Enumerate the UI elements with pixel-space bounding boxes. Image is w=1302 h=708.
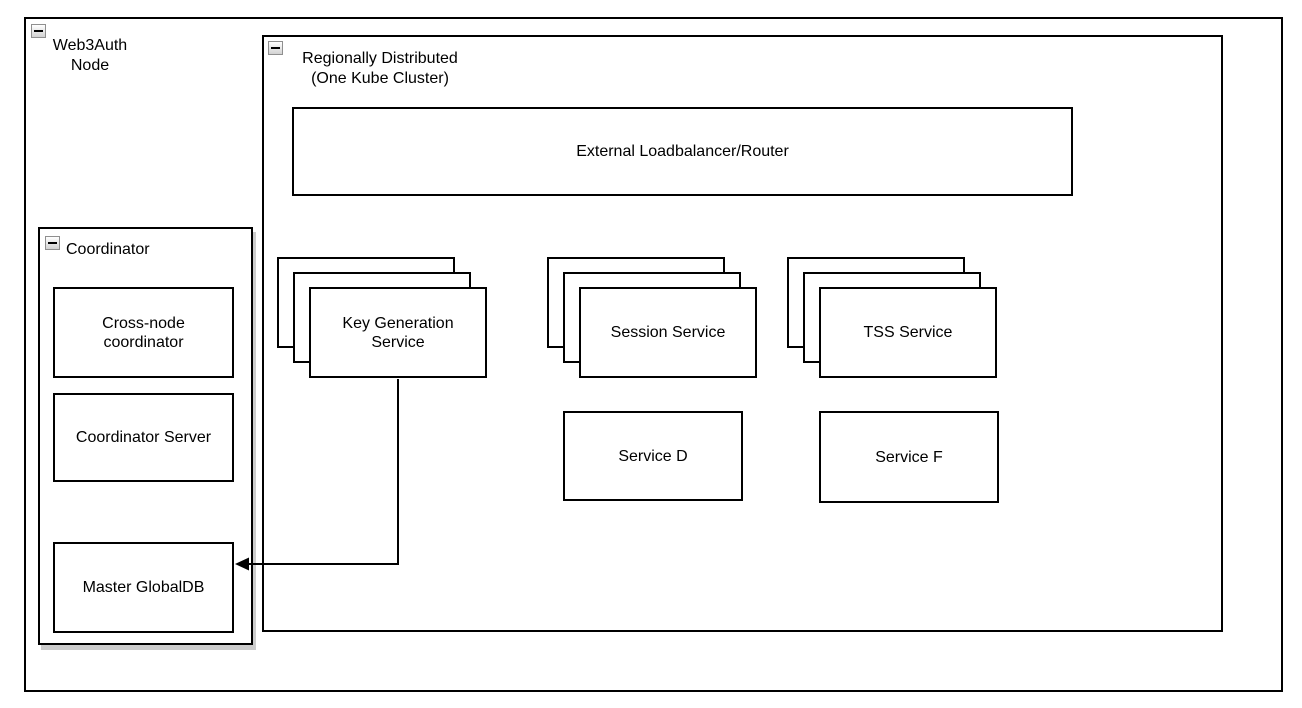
- service-d-label: Service D: [618, 447, 688, 465]
- service-f-box[interactable]: Service F: [819, 411, 999, 503]
- external-loadbalancer-label: External Loadbalancer/Router: [576, 143, 789, 160]
- session-service-box[interactable]: Session Service: [579, 287, 757, 378]
- cross-node-coordinator-box[interactable]: Cross-node coordinator: [53, 287, 234, 378]
- master-globaldb-label: Master GlobalDB: [82, 579, 205, 596]
- session-service-label: Session Service: [610, 324, 726, 341]
- collapse-minus-icon[interactable]: [45, 236, 60, 250]
- service-d-box[interactable]: Service D: [563, 411, 743, 501]
- regionally-distributed-label: Regionally Distributed (One Kube Cluster…: [302, 50, 458, 87]
- coordinator-server-label: Coordinator Server: [75, 429, 212, 446]
- tss-service-box[interactable]: TSS Service: [819, 287, 997, 378]
- coordinator-server-box[interactable]: Coordinator Server: [53, 393, 234, 482]
- key-generation-service-box[interactable]: Key Generation Service: [309, 287, 487, 378]
- minus-glyph: [48, 242, 57, 244]
- minus-glyph: [271, 47, 280, 49]
- master-globaldb-box[interactable]: Master GlobalDB: [53, 542, 234, 633]
- external-loadbalancer-box[interactable]: External Loadbalancer/Router: [292, 107, 1073, 196]
- collapse-minus-icon[interactable]: [31, 24, 46, 38]
- collapse-minus-icon[interactable]: [268, 41, 283, 55]
- minus-glyph: [34, 30, 43, 32]
- coordinator-label: Coordinator: [66, 241, 150, 258]
- service-f-label: Service F: [875, 448, 943, 466]
- cross-node-coordinator-label: Cross-node coordinator: [102, 314, 185, 351]
- key-generation-service-label: Key Generation Service: [342, 314, 454, 351]
- web3auth-node-label: Web3Auth Node: [52, 37, 128, 74]
- tss-service-label: TSS Service: [863, 324, 953, 341]
